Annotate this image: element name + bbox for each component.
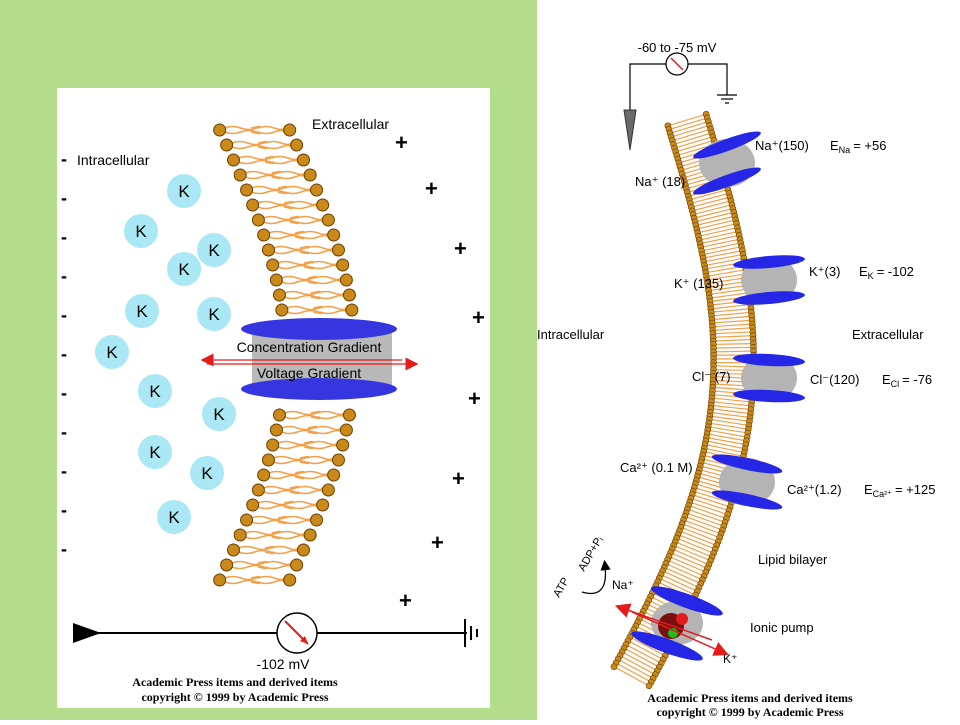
positive-charges: + + + + + + + + [395,130,485,613]
plus-sign: + [452,466,465,491]
k-ion-label: K [168,508,180,527]
credit-line-2-right: copyright © 1999 by Academic Press [656,705,843,719]
ca-equilibrium-label: ECa²⁺= +125 [864,482,935,499]
na-equilibrium-label: ENa= +56 [830,138,886,155]
ca-inside-label: Ca²⁺ (0.1 M) [620,460,693,475]
k-ion-label: K [208,305,220,324]
voltage-reading: -102 mV [257,656,311,672]
negative-charges: - - - - - - - - - - - [61,149,67,559]
plus-sign: + [472,305,485,330]
minus-sign: - [61,266,67,286]
plus-sign: + [399,588,412,613]
k-ion-label: K [178,260,190,279]
minus-sign: - [61,188,67,208]
minus-sign: - [61,227,67,247]
minus-sign: - [61,461,67,481]
cl-inside-label: Cl⁻ (7) [692,369,731,384]
left-membrane-figure: Concentration Gradient Voltage Gradient … [57,88,490,708]
intracellular-label: Intracellular [77,152,150,168]
intracellular-label-right: Intracellular [537,327,605,342]
atp-label: ATP [551,576,572,600]
plus-sign: + [395,130,408,155]
extracellular-label-right: Extracellular [852,327,924,342]
lipid-bilayer-label: Lipid bilayer [758,552,828,567]
minus-sign: - [61,344,67,364]
plus-sign: + [468,386,481,411]
k-equilibrium-label: EK= -102 [859,264,914,281]
pump-na-label: Na⁺ [612,578,634,592]
credit-line-2: copyright © 1999 by Academic Press [141,690,328,704]
k-ion-label: K [149,443,161,462]
ion-channel [241,318,397,400]
minus-sign: - [61,149,67,169]
left-membrane-diagram: Concentration Gradient Voltage Gradient … [57,88,490,708]
ionic-pump-label: Ionic pump [750,620,814,635]
k-ion-label: K [106,343,118,362]
adp-label: ADP+Pᵢ [576,534,606,573]
plus-sign: + [454,236,467,261]
k-ion-label: K [213,405,225,424]
na-outside-label: Na⁺(150) [755,138,809,153]
plus-sign: + [425,176,438,201]
k-outside-label: K⁺(3) [809,264,840,279]
k-inside-label: K⁺ (135) [674,276,724,291]
credit-line-1-right: Academic Press items and derived items [647,691,853,705]
minus-sign: - [61,305,67,325]
credit-line-1: Academic Press items and derived items [132,675,338,689]
na-inside-label: Na⁺ (18) [635,174,685,189]
extracellular-label: Extracellular [312,116,389,132]
k-ion-label: K [178,182,190,201]
right-membrane-figure: -60 to -75 mV Intracellular Extracellula… [537,0,960,720]
ionic-pump [629,581,725,665]
right-membrane-diagram: -60 to -75 mV Intracellular Extracellula… [537,0,960,720]
voltage-gradient-label: Voltage Gradient [257,365,361,381]
concentration-gradient-label: Concentration Gradient [237,339,382,355]
electrode-icon [624,110,636,150]
ca-outside-label: Ca²⁺(1.2) [787,482,842,497]
k-ion-label: K [201,464,213,483]
minus-sign: - [61,500,67,520]
cl-outside-label: Cl⁻(120) [810,372,860,387]
cl-equilibrium-label: ECl= -76 [882,372,932,389]
k-ion-label: K [208,241,220,260]
minus-sign: - [61,383,67,403]
channel-protein [733,352,806,368]
pump-k-label: K⁺ [723,652,737,666]
minus-sign: - [61,539,67,559]
plus-sign: + [431,530,444,555]
k-ion-label: K [136,302,148,321]
minus-sign: - [61,422,67,442]
k-ion-label: K [135,222,147,241]
k-ion-label: K [149,382,161,401]
